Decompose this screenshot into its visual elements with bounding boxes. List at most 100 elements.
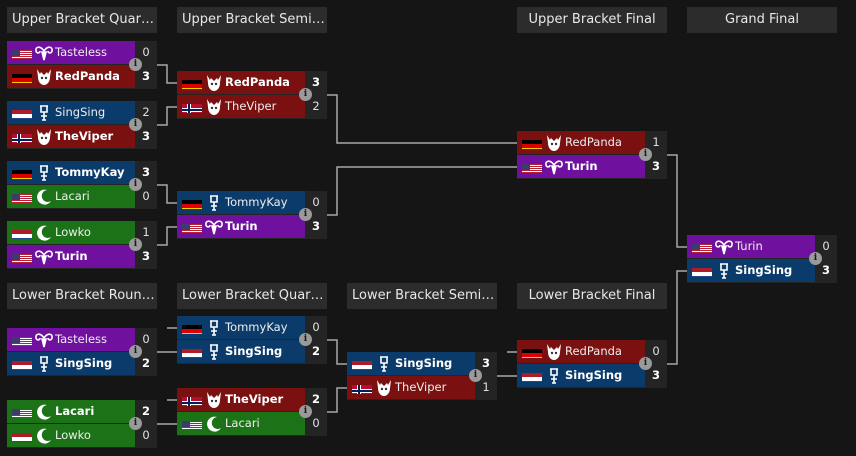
- team-name: TommyKay: [225, 195, 288, 209]
- round-header: Lower Bracket Round 1: [7, 283, 157, 309]
- team-slot[interactable]: TommyKay: [177, 316, 305, 339]
- team-name: Lacari: [225, 416, 260, 430]
- flag-us-icon: [12, 47, 32, 59]
- team-name: TheViper: [225, 392, 284, 406]
- team-score: 0: [822, 239, 830, 253]
- flag-us-icon: [522, 161, 542, 173]
- team-score: 0: [142, 189, 150, 203]
- team-slot[interactable]: SingSing: [517, 364, 645, 387]
- team-slot[interactable]: Turin: [177, 215, 305, 238]
- connector-ubq1-ubs1: [157, 64, 177, 84]
- match-info-icon[interactable]: i: [299, 208, 312, 221]
- team-slot[interactable]: Tasteless: [7, 328, 135, 351]
- demon-icon: [34, 67, 54, 87]
- team-slot[interactable]: TommyKay: [7, 161, 135, 184]
- match-info-icon[interactable]: i: [299, 88, 312, 101]
- demon-icon: [544, 342, 564, 362]
- moon-icon: [34, 187, 54, 207]
- team-name: RedPanda: [565, 135, 622, 149]
- totem-icon: [34, 103, 54, 123]
- team-slot[interactable]: RedPanda: [517, 340, 645, 363]
- team-slot[interactable]: TheViper: [7, 125, 135, 148]
- match-info-icon[interactable]: i: [129, 118, 142, 131]
- team-slot[interactable]: TheViper: [347, 376, 475, 399]
- team-score: 2: [141, 404, 150, 418]
- team-score: 3: [141, 165, 150, 179]
- match-info-icon[interactable]: i: [129, 58, 142, 71]
- team-slot[interactable]: SingSing: [177, 340, 305, 363]
- team-name: TheViper: [395, 380, 447, 394]
- team-slot[interactable]: SingSing: [7, 101, 135, 124]
- match-info-icon[interactable]: i: [129, 238, 142, 251]
- ram-icon: [34, 43, 54, 63]
- demon-icon: [34, 127, 54, 147]
- team-name: Lacari: [55, 404, 95, 418]
- team-name: RedPanda: [565, 344, 622, 358]
- team-name: Turin: [735, 239, 763, 253]
- flag-nl-icon: [692, 265, 712, 277]
- match-info-icon[interactable]: i: [299, 333, 312, 346]
- team-slot[interactable]: Lacari: [7, 400, 135, 423]
- ram-icon: [204, 217, 224, 237]
- match-info-icon[interactable]: i: [469, 369, 482, 382]
- match-info-icon[interactable]: i: [299, 405, 312, 418]
- team-name: SingSing: [735, 263, 793, 277]
- team-slot[interactable]: Tasteless: [7, 41, 135, 64]
- team-slot[interactable]: RedPanda: [177, 71, 305, 94]
- team-score: 3: [651, 368, 660, 382]
- team-slot[interactable]: TheViper: [177, 95, 305, 118]
- team-slot[interactable]: SingSing: [687, 259, 815, 282]
- match-info-icon[interactable]: i: [129, 178, 142, 191]
- team-slot[interactable]: TommyKay: [177, 191, 305, 214]
- team-slot[interactable]: Lowko: [7, 221, 135, 244]
- team-score: 0: [652, 344, 660, 358]
- team-name: TheViper: [225, 99, 277, 113]
- team-slot[interactable]: Lacari: [177, 412, 305, 435]
- team-name: Lacari: [55, 189, 90, 203]
- team-name: SingSing: [395, 356, 453, 370]
- team-slot[interactable]: Turin: [687, 235, 815, 258]
- match-info-icon[interactable]: i: [639, 357, 652, 370]
- team-slot[interactable]: Turin: [7, 245, 135, 268]
- flag-no-icon: [12, 131, 32, 143]
- team-slot[interactable]: Lowko: [7, 424, 135, 447]
- round-header: Upper Bracket Quarterfinals: [7, 7, 157, 33]
- match-row: TheViper 2: [177, 388, 327, 412]
- team-score: 0: [142, 428, 150, 442]
- team-slot[interactable]: SingSing: [347, 352, 475, 375]
- team-score: 2: [311, 392, 320, 406]
- connector-ubf-gf: [667, 154, 687, 248]
- team-score: 0: [312, 320, 320, 334]
- totem-icon: [204, 342, 224, 362]
- team-slot[interactable]: RedPanda: [7, 65, 135, 88]
- team-slot[interactable]: SingSing: [7, 352, 135, 375]
- team-name: TommyKay: [225, 320, 288, 334]
- team-slot[interactable]: TheViper: [177, 388, 305, 411]
- demon-icon: [204, 390, 224, 410]
- team-name: TheViper: [55, 129, 114, 143]
- flag-nl-icon: [12, 358, 32, 370]
- match-info-icon[interactable]: i: [809, 252, 822, 265]
- team-slot[interactable]: RedPanda: [517, 131, 645, 154]
- match-info-icon[interactable]: i: [129, 345, 142, 358]
- match-info-icon[interactable]: i: [639, 148, 652, 161]
- flag-no-icon: [182, 394, 202, 406]
- team-slot[interactable]: Lacari: [7, 185, 135, 208]
- team-name: Tasteless: [55, 332, 107, 346]
- connector-ubs1-ubf: [327, 94, 517, 144]
- match-info-icon[interactable]: i: [129, 417, 142, 430]
- flag-nl-icon: [12, 227, 32, 239]
- team-slot[interactable]: Turin: [517, 155, 645, 178]
- team-name: SingSing: [55, 356, 113, 370]
- ram-icon: [34, 247, 54, 267]
- round-header: Lower Bracket Semifinals: [347, 283, 497, 309]
